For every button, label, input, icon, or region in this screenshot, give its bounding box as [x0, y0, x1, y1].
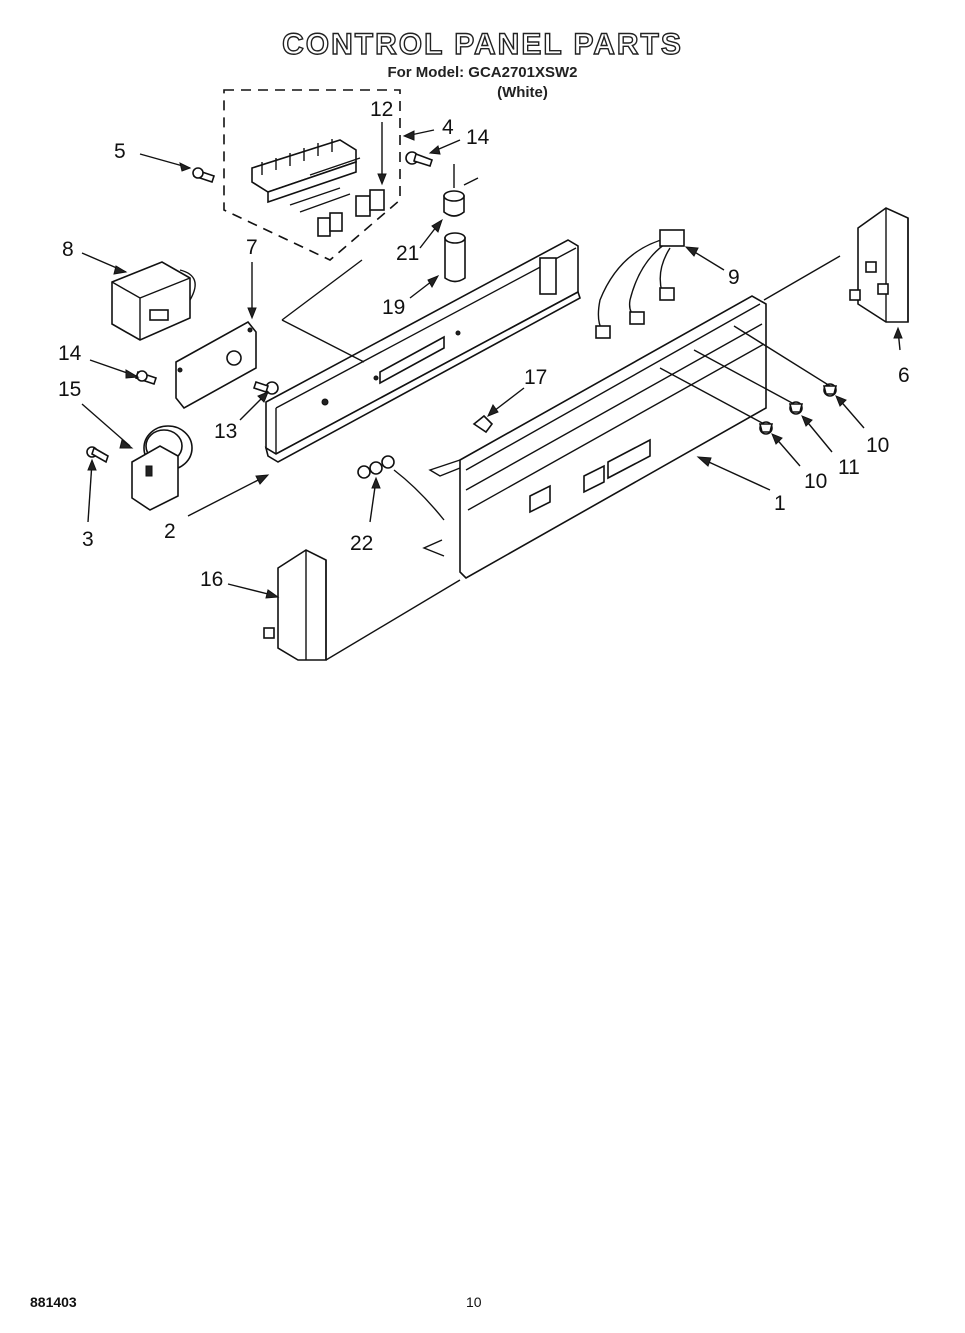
callout-13: 13 — [214, 420, 237, 443]
document-number: 881403 — [30, 1294, 77, 1310]
callout-4: 4 — [442, 116, 454, 139]
callout-10-left: 10 — [804, 470, 827, 493]
callout-9: 9 — [728, 266, 740, 289]
callout-16: 16 — [200, 568, 223, 591]
callout-3: 3 — [82, 528, 94, 551]
callout-1: 1 — [774, 492, 786, 515]
callout-7: 7 — [246, 236, 258, 259]
callout-5: 5 — [114, 140, 126, 163]
exploded-parts-diagram: 1 2 3 4 5 6 7 8 9 10 10 11 12 13 14 14 1… — [58, 89, 910, 661]
callout-14-top: 14 — [466, 126, 490, 149]
color-line: (White) — [497, 84, 548, 101]
end-cap-16 — [263, 549, 461, 661]
page-title: CONTROL PANEL PARTS — [281, 27, 683, 61]
screw-14-left — [134, 370, 158, 386]
screw-10-right — [822, 383, 838, 397]
screw-5 — [192, 167, 216, 184]
lamp-19 — [444, 232, 466, 283]
control-module-8 — [111, 261, 196, 341]
callout-10-right: 10 — [866, 434, 889, 457]
mounting-plate-7 — [175, 320, 257, 410]
callout-21: 21 — [396, 242, 419, 265]
callout-15: 15 — [58, 378, 81, 401]
screw-13 — [252, 380, 279, 395]
wire-harness-9 — [595, 229, 685, 339]
callout-12: 12 — [370, 98, 393, 121]
clip-17 — [472, 414, 494, 434]
screw-14-top — [405, 151, 434, 167]
callout-8: 8 — [62, 238, 74, 261]
rotary-switch-15 — [131, 425, 193, 511]
switch-assembly — [251, 139, 361, 213]
switch-assembly-dashed-outline — [223, 89, 401, 261]
control-panel-1 — [422, 295, 767, 579]
leader-lines — [81, 122, 903, 599]
callout-19: 19 — [382, 296, 405, 319]
callout-2: 2 — [164, 520, 176, 543]
callout-14-left: 14 — [58, 342, 82, 365]
callout-22: 22 — [350, 532, 373, 555]
end-cap-6 — [849, 207, 909, 323]
model-line: For Model: GCA2701XSW2 — [387, 64, 578, 81]
push-buttons — [317, 189, 385, 237]
lamp-socket-21 — [443, 164, 479, 217]
screw-11 — [788, 401, 804, 415]
screw-3 — [86, 446, 109, 464]
connector-22 — [357, 455, 445, 521]
control-bracket-2 — [264, 239, 581, 463]
callout-11: 11 — [838, 456, 860, 479]
page-number: 10 — [466, 1294, 482, 1310]
callout-6: 6 — [898, 364, 910, 387]
screw-10-left — [758, 421, 774, 435]
callout-17: 17 — [524, 366, 547, 389]
